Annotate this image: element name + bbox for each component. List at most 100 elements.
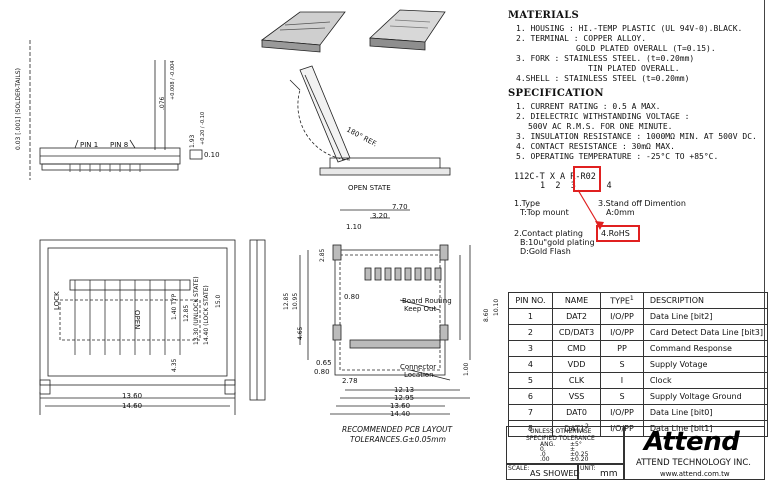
drawing-views: [29, 9, 471, 415]
dim-278: 2.78: [342, 377, 358, 385]
tol-ang-value: ±5°: [570, 441, 582, 448]
dim-193: 1.93: [189, 134, 196, 148]
company-box: [624, 426, 765, 480]
unit-label: UNIT:: [580, 465, 596, 472]
company-name: ATTEND TECHNOLOGY INC.: [636, 458, 751, 468]
dim-1360-bottom: 13.60: [122, 392, 143, 400]
scale-label: SCALE:: [508, 465, 530, 472]
dim-1440-lock: 14.40 (LOCK STATE): [203, 285, 210, 345]
pin-table-header: PIN NO. NAME TYPE1 DESCRIPTION: [508, 292, 768, 309]
spec-item-5: 5. OPERATING TEMPERATURE : -25°C TO +85°…: [516, 152, 719, 161]
rohs-highlight: [596, 225, 640, 242]
standoff-title: 3.Stand off Dimention: [598, 199, 686, 208]
dim-076: .076: [159, 96, 166, 110]
plating-title: 2.Contact plating: [514, 229, 584, 238]
scale-value: AS SHOWED: [530, 469, 580, 478]
materials-heading: MATERIALS: [508, 10, 580, 21]
dim-1440-pcb: 14.40: [390, 410, 411, 418]
tol-line-2: SPECIFIED TOLERANCE: [526, 435, 595, 442]
iso-view-open: [369, 9, 446, 51]
materials-item-1: 1. HOUSING : HI.-TEMP PLASTIC (UL 94V-0)…: [516, 24, 743, 33]
col-pin-no: PIN NO.: [508, 292, 553, 309]
board-routing-label: Board Routing: [402, 297, 452, 305]
pin1-label: PIN 1: [80, 141, 99, 149]
side-view: [29, 40, 203, 180]
spec-item-4: 4. CONTACT RESISTANCE : 30mΩ MAX.: [516, 142, 675, 151]
materials-item-2: 2. TERMINAL : COPPER ALLOY.: [516, 34, 647, 43]
spec-item-1: 1. CURRENT RATING : 0.5 A MAX.: [516, 102, 661, 111]
tol-0-value: ±: [570, 446, 576, 453]
tol-line-1: UNLESS OTHERWISE: [530, 428, 592, 435]
dim-1330: 13.30 (UNLOCK STATE): [193, 276, 200, 345]
dim-080-a: 0.80: [344, 293, 360, 301]
standoff-value: A:0mm: [606, 208, 635, 217]
spec-item-2b: 500V AC R.M.S. FOR ONE MINUTE.: [528, 122, 673, 131]
pcb-title: RECOMMENDED PCB LAYOUT: [342, 425, 453, 434]
rohs-label: 4.RoHS: [601, 229, 630, 238]
scale-box: [506, 464, 578, 480]
dim-1360-pcb: 13.60: [390, 402, 411, 410]
col-type: TYPE1: [600, 292, 644, 309]
connector-top-view: [39, 239, 236, 415]
dim-100: 1.00: [463, 362, 470, 376]
r02-highlight: [573, 166, 601, 192]
open-label: OPEN: [133, 310, 141, 330]
dim-080-b: 0.80: [314, 368, 330, 376]
open-state-label: OPEN STATE: [348, 184, 391, 192]
tolerance-box: [506, 426, 624, 464]
tol-2: .00: [540, 456, 550, 463]
right-side-view: [249, 239, 266, 401]
lock-label: LOCK: [53, 291, 61, 310]
spec-item-3: 3. INSULATION RESISTANCE : 1000MΩ MIN. A…: [516, 132, 757, 141]
tol-1: .0: [540, 451, 546, 458]
connector-label: Connector: [400, 363, 437, 371]
dim-285: 2.85: [319, 248, 326, 262]
keep-out-label: Keep Out: [404, 305, 437, 313]
part-code: 112C-T X A R-R02: [514, 172, 596, 182]
tol-ang: ANG.: [540, 441, 556, 448]
iso-view-closed: [260, 11, 346, 53]
dim-1010: 10.10: [493, 298, 500, 316]
company-logo: Attend: [644, 427, 740, 457]
solder-tails-label: 0.03 [.001] (SOLDER-TAILS): [15, 68, 22, 150]
plating-b: B:10u"gold plating: [520, 238, 595, 247]
tol-2-value: ±0.20: [570, 456, 589, 463]
plating-d: D:Gold Flash: [520, 247, 571, 256]
dim-193-tol: +0.20 / -0.10: [200, 111, 206, 145]
dim-1460-bottom: 14.60: [122, 402, 143, 410]
flatness-label: 0.10: [204, 151, 220, 159]
dim-110: 1.10: [346, 223, 362, 231]
pcb-layout: [299, 209, 471, 415]
company-website: www.attend.com.tw: [660, 470, 730, 478]
unit-box: [578, 464, 624, 480]
dim-770: 7.70: [392, 203, 408, 211]
dim-065: 0.65: [316, 359, 332, 367]
materials-item-2b: GOLD PLATED OVERALL (T=0.15).: [576, 44, 716, 53]
dim-465: 4.65: [297, 326, 304, 340]
pcb-tolerance: TOLERANCES.G±0.05mm: [350, 435, 446, 444]
tol-1-value: ±0.25: [570, 451, 589, 458]
dim-860: 8.60: [483, 308, 490, 322]
unit-value: mm: [600, 469, 618, 479]
dim-076-tol: +0.008 / -0.004: [170, 60, 176, 101]
spec-heading: SPECIFICATION: [508, 88, 604, 99]
dim-1095: 10.95: [292, 292, 299, 310]
type-value: T:Top mount: [520, 208, 569, 217]
dim-1285: 12.85: [183, 304, 190, 322]
col-description: DESCRIPTION: [642, 292, 768, 309]
materials-item-3: 3. FORK : STAINLESS STEEL. (t=0.20mm): [516, 54, 695, 63]
open-state-view: [289, 65, 451, 176]
materials-item-4: 4.SHELL : STAINLESS STEEL (t=0.20mm): [516, 74, 690, 83]
dim-1295: 12.95: [394, 394, 415, 402]
dim-1213: 12.13: [394, 386, 415, 394]
